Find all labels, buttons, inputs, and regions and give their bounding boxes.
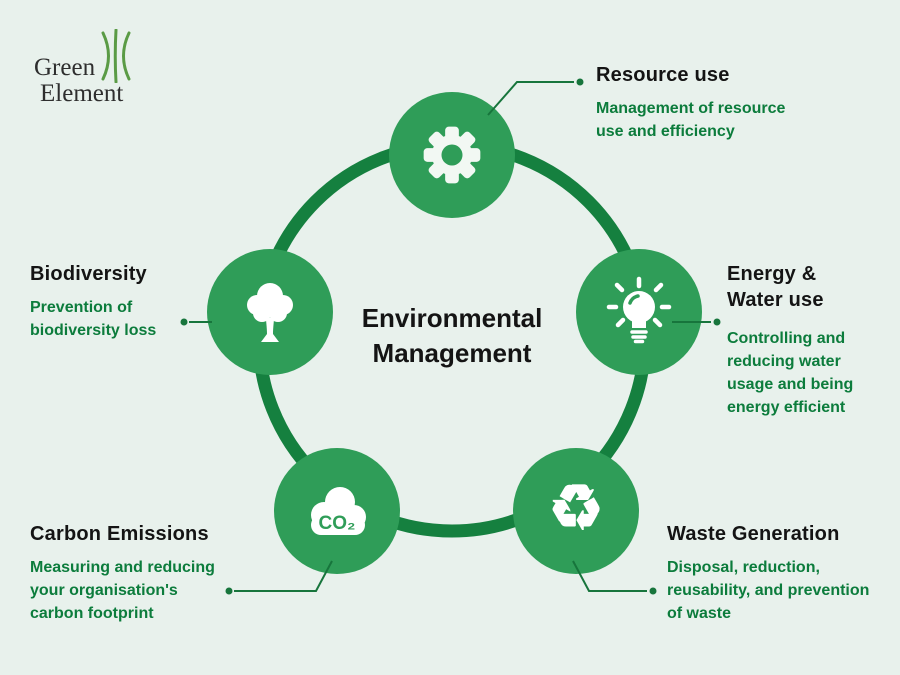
carbon-emissions-title: Carbon Emissions xyxy=(30,523,209,545)
connector-dot-resource xyxy=(576,78,584,86)
node-waste-generation: ♻ xyxy=(513,448,639,574)
tree-icon xyxy=(247,283,293,342)
label-biodiversity: Biodiversity Prevention of biodiversity … xyxy=(30,261,156,342)
node-carbon-emissions: CO₂ xyxy=(274,448,400,574)
node-energy-water xyxy=(576,249,702,375)
center-title: Environmental Management xyxy=(292,301,612,371)
biodiversity-title: Biodiversity xyxy=(30,263,147,285)
label-waste-generation: Waste Generation Disposal, reduction, re… xyxy=(667,521,869,625)
label-energy-water: Energy & Water use Controlling and reduc… xyxy=(727,261,853,419)
node-biodiversity xyxy=(207,249,333,375)
connector-dot-waste xyxy=(649,587,657,595)
connector-dot-carbon xyxy=(225,587,233,595)
gear-icon xyxy=(423,126,481,184)
lightbulb-icon xyxy=(606,276,672,344)
label-resource-use: Resource use Management of resource use … xyxy=(596,62,785,143)
connector-resource-use xyxy=(487,81,574,116)
carbon-emissions-description: Measuring and reducing your organisation… xyxy=(30,559,215,622)
logo-text-line1: Green xyxy=(34,54,96,81)
connector-dot-energy xyxy=(713,318,721,326)
center-title-line2: Management xyxy=(372,338,532,368)
co2-label: CO₂ xyxy=(319,513,356,534)
waste-generation-description: Disposal, reduction, reusability, and pr… xyxy=(667,559,870,622)
resource-use-description: Management of resource use and efficienc… xyxy=(596,100,786,140)
label-carbon-emissions: Carbon Emissions Measuring and reducing … xyxy=(30,521,215,625)
connector-dot-biodiversity xyxy=(180,318,188,326)
energy-water-title: Energy & Water use xyxy=(727,263,824,311)
node-resource-use xyxy=(389,92,515,218)
logo-mark-icon xyxy=(101,29,131,83)
recycle-icon: ♻ xyxy=(548,474,604,543)
biodiversity-description: Prevention of biodiversity loss xyxy=(30,299,157,339)
energy-water-description: Controlling and reducing water usage and… xyxy=(727,330,854,416)
resource-use-title: Resource use xyxy=(596,64,730,86)
waste-generation-title: Waste Generation xyxy=(667,523,840,545)
co2-cloud-icon: CO₂ xyxy=(311,487,366,535)
center-title-line1: Environmental xyxy=(361,303,543,333)
logo-text-line2: Element xyxy=(40,80,124,107)
